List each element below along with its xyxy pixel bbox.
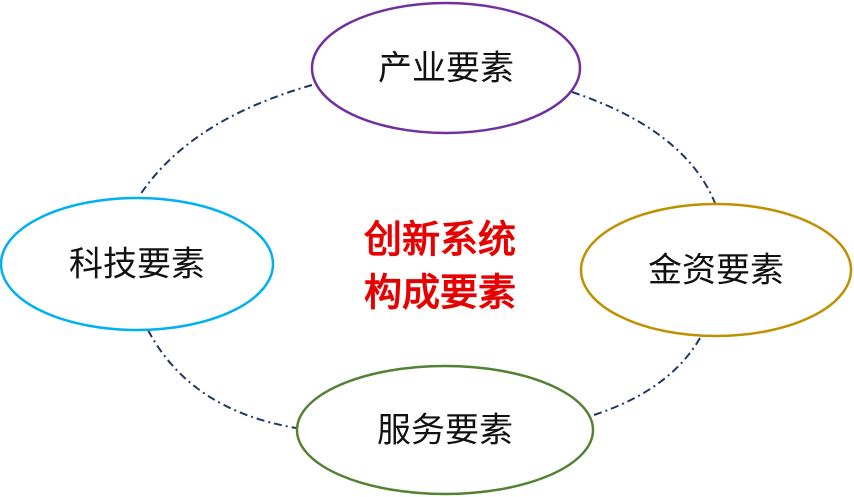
node-service-shape xyxy=(295,364,595,496)
connector-industry-science xyxy=(139,84,313,196)
center-title-line1: 创新系统 xyxy=(364,218,516,262)
connector-finance-service xyxy=(593,337,701,416)
center-title-line2: 构成要素 xyxy=(364,271,516,315)
node-service-label: 服务要素 xyxy=(377,411,513,451)
node-industry: 产业要素 xyxy=(310,1,582,135)
center-title: 创新系统 构成要素 xyxy=(364,218,516,315)
node-service: 服务要素 xyxy=(295,364,595,496)
node-science: 科技要素 xyxy=(0,196,275,332)
node-science-label: 科技要素 xyxy=(69,245,205,285)
node-finance-label: 金资要素 xyxy=(648,251,784,291)
node-industry-label: 产业要素 xyxy=(378,49,514,89)
connector-science-service xyxy=(147,329,297,429)
node-industry-shape xyxy=(310,1,582,135)
node-finance: 金资要素 xyxy=(579,202,853,338)
node-finance-shape xyxy=(579,202,853,338)
connector-industry-finance xyxy=(571,91,716,204)
node-science-shape xyxy=(0,196,275,332)
